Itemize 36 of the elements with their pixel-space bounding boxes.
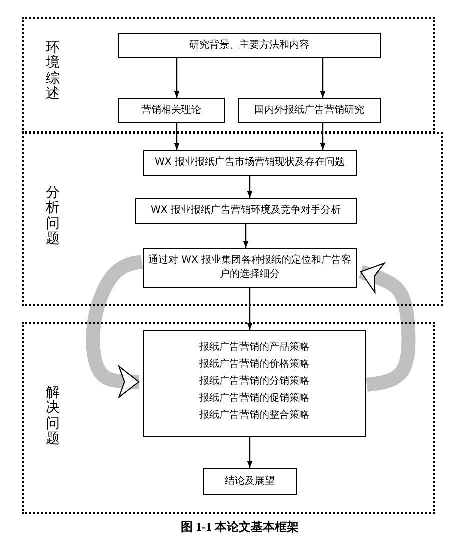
- process-box: [143, 330, 366, 437]
- box-text: WX 报业报纸广告营销环境及竞争对手分析: [151, 204, 341, 218]
- box-text: 研究背景、主要方法和内容: [190, 38, 310, 52]
- process-box: [238, 98, 381, 123]
- box-text: 国内外报纸广告营销研究: [254, 104, 364, 118]
- box-text: 报纸广告营销的价格策略: [200, 358, 310, 372]
- section-heading: 环境综述: [46, 41, 60, 103]
- box-text: 报纸广告营销的产品策略: [200, 340, 310, 355]
- arrow: [247, 288, 253, 330]
- process-box: [135, 198, 357, 224]
- arrow: [320, 58, 326, 98]
- section-heading: 解决问题: [46, 386, 60, 448]
- box-text: 结论及展望: [225, 474, 275, 488]
- arrow: [174, 123, 180, 150]
- dotted-section-frame: [22, 132, 443, 306]
- box-text: 报纸广告营销的促销策略: [200, 392, 310, 406]
- process-box: [203, 468, 297, 495]
- arrow: [320, 123, 326, 150]
- process-box: [143, 248, 357, 288]
- box-text: 报纸广告营销的分销策略: [200, 374, 310, 389]
- arrow: [247, 437, 253, 468]
- curved-block-arrow: [86, 255, 144, 398]
- arrow: [247, 176, 253, 198]
- box-text: WX 报业报纸广告市场营销现状及存在问题: [155, 156, 345, 170]
- figure-caption: 图 1-1 本论文基本框架: [180, 519, 300, 536]
- dotted-section-frame: [22, 322, 435, 514]
- dotted-section-frame: [22, 17, 435, 133]
- arrow: [243, 224, 249, 248]
- process-box: [118, 33, 381, 58]
- arrow: [174, 58, 180, 98]
- process-box: [118, 98, 225, 123]
- box-text: 通过对 WX 报业集团各种报纸的定位和广告客户的选择细分: [148, 254, 352, 282]
- box-text: 营销相关理论: [142, 104, 202, 118]
- section-heading: 分析问题: [46, 186, 60, 248]
- box-text: 报纸广告营销的整合策略: [200, 408, 310, 423]
- process-box: [143, 150, 357, 176]
